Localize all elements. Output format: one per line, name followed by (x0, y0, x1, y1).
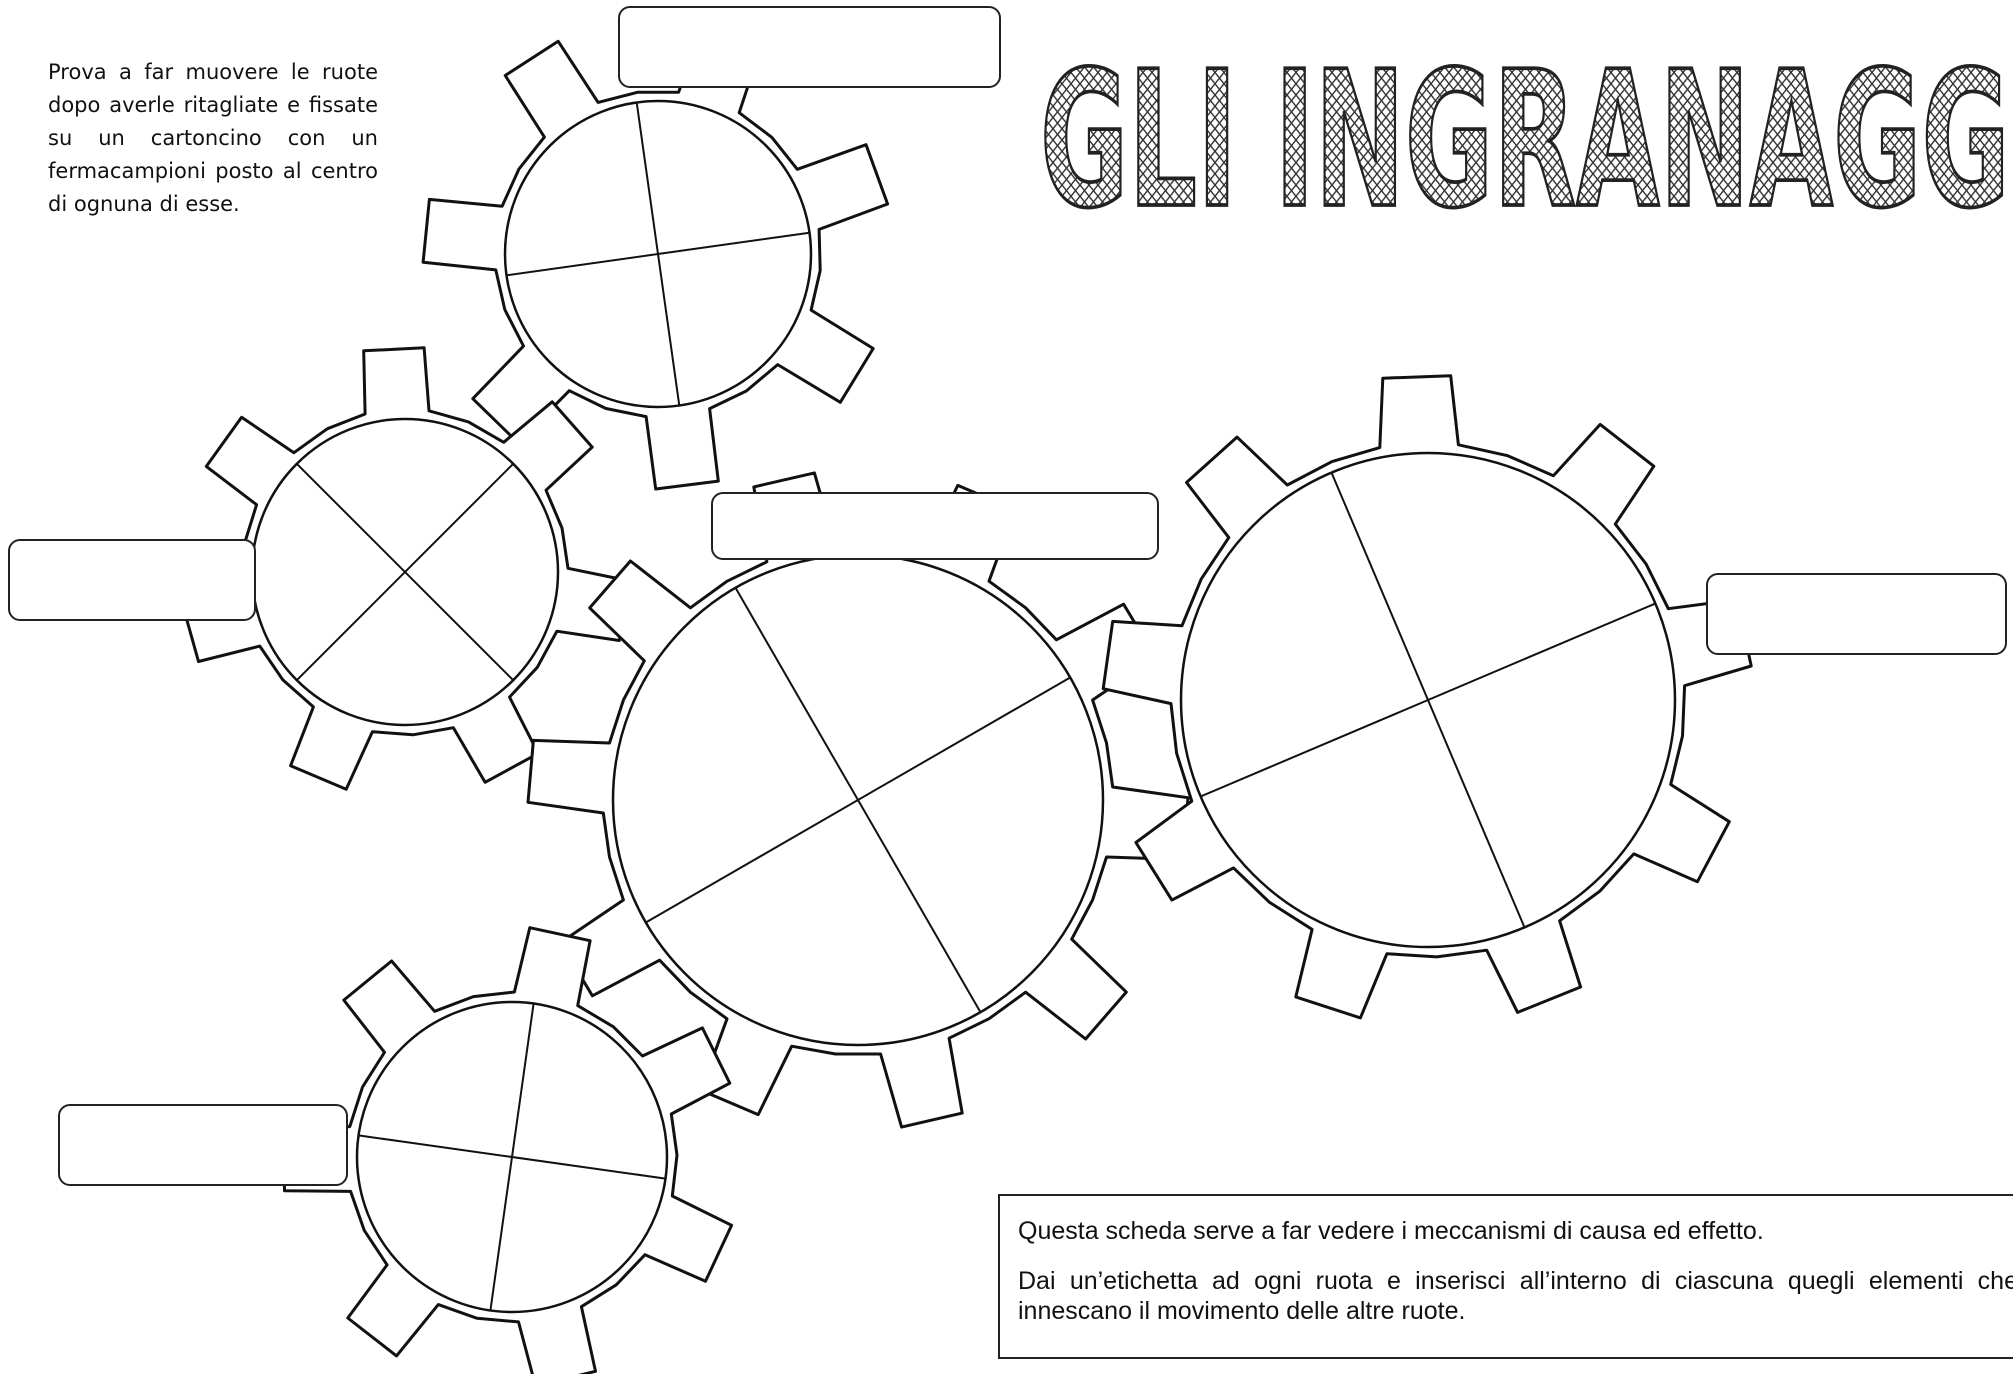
label-box-right[interactable] (1706, 573, 2007, 655)
gear-right (1103, 376, 1751, 1018)
info-line-2: Dai un’etichetta ad ogni ruota e inseris… (1018, 1266, 2013, 1326)
page-title: GLI INGRANAGGI (1040, 32, 2013, 251)
info-box: Questa scheda serve a far vedere i mecca… (998, 1194, 2013, 1359)
label-box-top[interactable] (618, 6, 1001, 88)
gear-center (528, 473, 1188, 1127)
label-box-bottom[interactable] (58, 1104, 348, 1186)
label-box-left[interactable] (8, 539, 256, 621)
gear-top (423, 23, 887, 489)
label-box-center[interactable] (711, 492, 1159, 560)
gear-bottom (284, 928, 732, 1374)
info-line-1: Questa scheda serve a far vedere i mecca… (1018, 1216, 2013, 1246)
